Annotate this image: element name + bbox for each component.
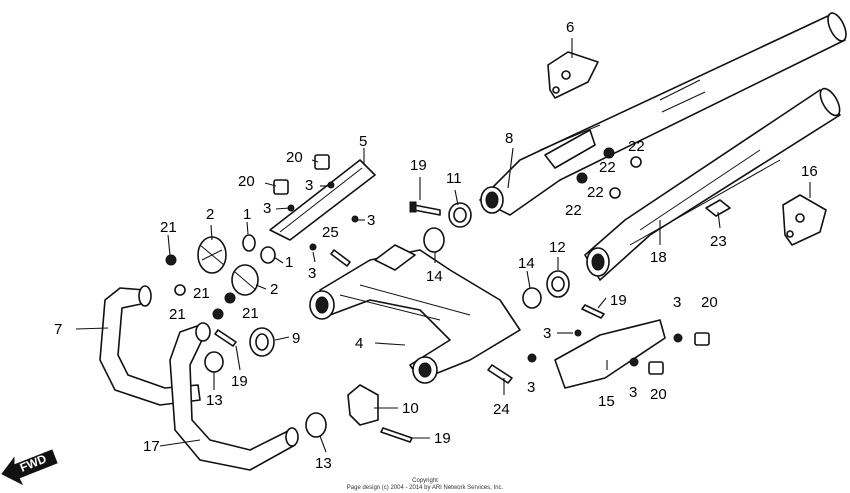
callout[interactable]: 19 <box>610 292 627 309</box>
callout[interactable]: 20 <box>650 386 667 403</box>
collar-14-upper[interactable] <box>423 227 445 253</box>
screw-20-d[interactable] <box>648 361 664 375</box>
callout[interactable]: 22 <box>587 184 604 201</box>
callout[interactable]: 17 <box>143 438 160 455</box>
callout[interactable]: 3 <box>543 325 551 342</box>
callout[interactable]: 9 <box>292 330 300 347</box>
nut-22-d[interactable] <box>609 187 621 199</box>
callout[interactable]: 4 <box>355 335 363 352</box>
clamp-11[interactable] <box>448 202 472 228</box>
callout[interactable]: 1 <box>285 254 293 271</box>
bolt-19-c[interactable] <box>581 304 605 319</box>
muffler-upper[interactable] <box>479 10 850 216</box>
muffler-lower[interactable] <box>584 86 844 281</box>
callout[interactable]: 24 <box>493 401 510 418</box>
callout[interactable]: 7 <box>54 321 62 338</box>
exhaust-pipe-17[interactable] <box>169 322 299 471</box>
callout[interactable]: 22 <box>599 159 616 176</box>
callout[interactable]: 3 <box>308 265 316 282</box>
copyright-line-2: Page design (c) 2004 - 2014 by ARI Netwo… <box>346 485 504 491</box>
callout[interactable]: 18 <box>650 249 667 266</box>
washer-3-f[interactable] <box>673 333 683 343</box>
callout[interactable]: 22 <box>565 202 582 219</box>
crossover-pipe-4[interactable] <box>309 244 521 384</box>
washer-3-c[interactable] <box>351 215 359 223</box>
leader-lines <box>75 38 811 453</box>
callout[interactable]: 21 <box>169 306 186 323</box>
bolt-25[interactable] <box>330 249 351 267</box>
bolt-23[interactable] <box>705 199 731 217</box>
nut-22-c[interactable] <box>576 172 588 184</box>
bolt-19-d[interactable] <box>380 427 413 443</box>
callout[interactable]: 19 <box>231 373 248 390</box>
muffler-bracket-16[interactable] <box>782 194 827 246</box>
gasket-1-upper[interactable] <box>242 234 256 252</box>
washer-3-a[interactable] <box>327 181 335 189</box>
callout[interactable]: 13 <box>315 455 332 472</box>
callout[interactable]: 14 <box>426 268 443 285</box>
callout[interactable]: 20 <box>238 173 255 190</box>
callout[interactable]: 6 <box>566 19 574 36</box>
nut-22-a[interactable] <box>603 147 615 159</box>
heat-shield-15[interactable] <box>554 319 666 389</box>
callout[interactable]: 23 <box>710 233 727 250</box>
callout-labels: 6 8 5 20 3 20 3 3 19 11 22 22 22 22 16 2… <box>54 19 818 472</box>
callout[interactable]: 2 <box>206 206 214 223</box>
callout[interactable]: 19 <box>410 157 427 174</box>
washer-3-d[interactable] <box>309 243 317 251</box>
callout[interactable]: 3 <box>673 294 681 311</box>
callout[interactable]: 8 <box>505 130 513 147</box>
callout[interactable]: 2 <box>270 281 278 298</box>
nut-21-d[interactable] <box>212 308 224 320</box>
gasket-1-lower[interactable] <box>260 246 276 264</box>
exhaust-joint-2-upper[interactable] <box>197 236 227 274</box>
callout[interactable]: 15 <box>598 393 615 410</box>
callout[interactable]: 3 <box>527 379 535 396</box>
callout[interactable]: 21 <box>160 219 177 236</box>
callout[interactable]: 1 <box>243 206 251 223</box>
washer-3-h[interactable] <box>629 357 639 367</box>
muffler-bracket-6[interactable] <box>547 51 599 99</box>
callout[interactable]: 22 <box>628 138 645 155</box>
callout[interactable]: 14 <box>518 255 535 272</box>
collar-13-upper[interactable] <box>204 351 224 373</box>
callout[interactable]: 19 <box>434 430 451 447</box>
callout[interactable]: 11 <box>446 170 462 187</box>
callout[interactable]: 12 <box>549 239 566 256</box>
bolt-24[interactable] <box>487 364 513 384</box>
nut-21-b[interactable] <box>174 284 186 296</box>
clamp-12[interactable] <box>546 270 570 298</box>
callout[interactable]: 25 <box>322 224 339 241</box>
callout[interactable]: 3 <box>367 212 375 229</box>
bolt-19-a[interactable] <box>409 201 441 216</box>
nut-22-b[interactable] <box>630 156 642 168</box>
screw-20-a[interactable] <box>314 154 330 170</box>
callout[interactable]: 16 <box>801 163 818 180</box>
callout[interactable]: 13 <box>206 392 223 409</box>
bolt-19-b[interactable] <box>214 329 237 347</box>
screw-20-c[interactable] <box>694 332 710 346</box>
washer-3-g[interactable] <box>527 353 537 363</box>
callout[interactable]: 3 <box>263 200 271 217</box>
callout[interactable]: 21 <box>242 305 259 322</box>
callout[interactable]: 3 <box>305 177 313 194</box>
callout[interactable]: 3 <box>629 384 637 401</box>
callout[interactable]: 20 <box>701 294 718 311</box>
callout[interactable]: 20 <box>286 149 303 166</box>
clamp-9[interactable] <box>249 327 275 357</box>
screw-20-b[interactable] <box>273 179 289 195</box>
collar-13-lower[interactable] <box>305 412 327 438</box>
nut-21-a[interactable] <box>165 254 177 266</box>
callout[interactable]: 10 <box>402 400 419 417</box>
callout[interactable]: 5 <box>359 133 367 150</box>
nut-21-c[interactable] <box>224 292 236 304</box>
exhaust-joint-2-lower[interactable] <box>231 264 259 296</box>
callout[interactable]: 21 <box>193 285 210 302</box>
exhaust-pipe-7[interactable] <box>99 285 201 406</box>
clamp-10[interactable] <box>347 384 379 426</box>
copyright-line-1: Copyright <box>412 478 438 484</box>
washer-3-e[interactable] <box>574 329 582 337</box>
collar-14-lower[interactable] <box>522 287 542 309</box>
